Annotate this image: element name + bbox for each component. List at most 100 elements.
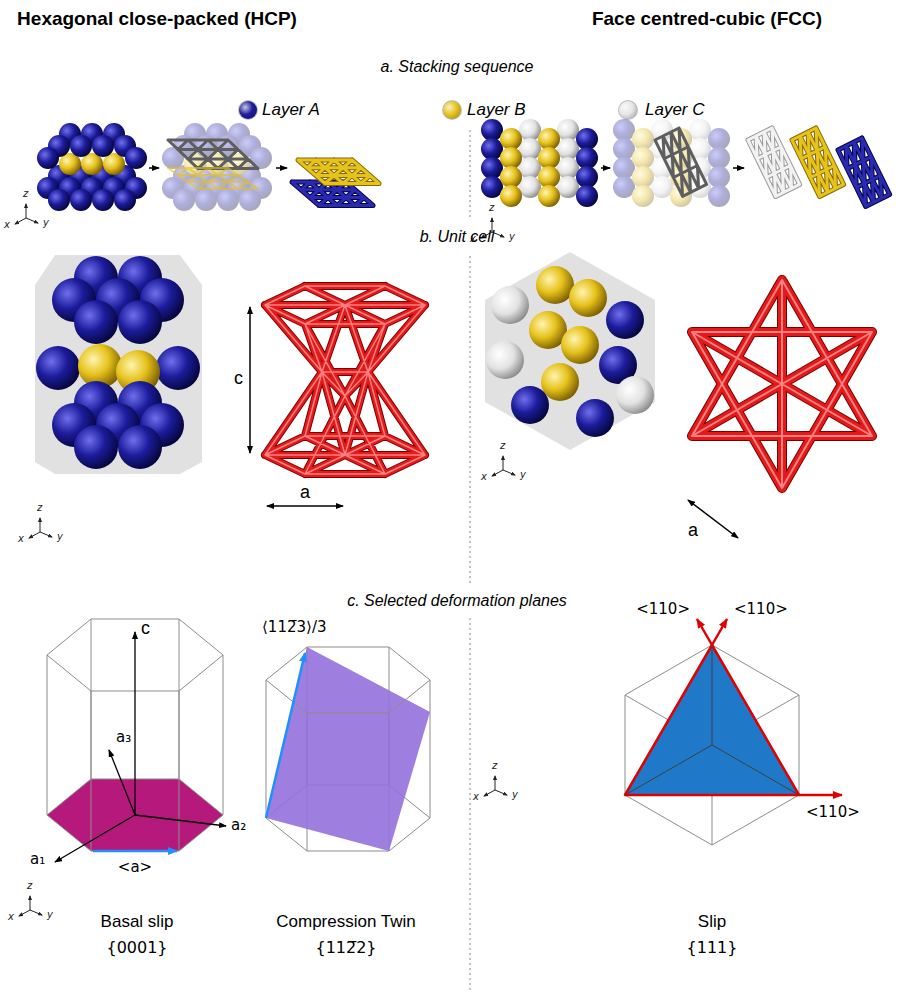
axis-triad [484,776,507,796]
axis-letter: y [47,909,53,920]
hcp-stacking [168,140,258,169]
plane-name: Compression Twin [276,912,416,932]
basal-plane-prism [47,619,223,851]
plane-name: Basal slip [101,912,174,932]
hcp-sphere-cell [118,300,162,344]
hcp-sphere-cell [74,300,118,344]
fcc-sphere-cell [485,252,655,450]
legend-swatch [443,101,461,119]
fcc-sphere-cell [561,326,599,364]
axis-label: a₁ [30,850,45,868]
fcc-slip-plane [625,645,799,795]
axis-letter: z [37,502,42,513]
twin-plane-prism [266,647,430,851]
hcp-sphere-cell [35,255,202,474]
axis-letter: x [8,911,14,922]
axis-triad [29,518,52,538]
axis-letter: z [492,760,497,771]
fcc-slip-plane [625,645,799,845]
hcp-sphere-cell [74,425,118,469]
column-heading: Face centred-cubic (FCC) [592,8,822,30]
legend-label: Layer B [467,100,526,120]
twin-plane-prism [266,647,430,851]
fcc-slip-plane [712,619,727,645]
hcp-stacking [168,168,258,189]
fcc-slip-plane [625,645,799,845]
fcc-lattice [692,280,872,488]
fcc-stacking [748,122,800,202]
fcc-slip-plane [799,794,842,797]
miller-index: {0001} [106,938,167,957]
fcc-slip-plane [697,619,712,645]
fcc-sphere-cell [616,376,654,414]
axis-triad [15,204,38,224]
direction-label: <110> [734,600,788,618]
axis-letter: z [489,202,494,213]
fcc-stacking [838,132,890,212]
fcc-stacking [481,119,890,212]
direction-label: ⟨112̅3⟩/3 [262,618,326,636]
fcc-sphere-cell [486,341,524,379]
fcc-slip-plane [625,645,799,795]
hcp-lattice [265,286,425,474]
hcp-stacking [298,160,379,183]
axis-triad [19,896,42,916]
fcc-stacking [613,119,730,207]
fcc-lattice [688,280,872,538]
dimension-label: a [300,482,310,503]
hcp-stacking [149,167,159,169]
axis-letter: y [520,469,526,480]
basal-plane-prism [134,632,135,815]
axis-letter: y [512,789,518,800]
basal-plane-prism [47,619,223,851]
column-divider [469,130,470,220]
section-heading: a. Stacking sequence [381,58,534,76]
fcc-sphere-cell [576,399,614,437]
axis-letter: y [57,531,63,542]
axis-letter: x [473,791,479,802]
axis-label: a₃ [116,728,131,746]
column-heading: Hexagonal close-packed (HCP) [17,8,297,30]
basal-plane-prism [55,815,135,862]
basal-plane-prism [47,619,226,862]
fcc-sphere-cell [541,363,579,401]
axis-letter: y [509,231,515,242]
fcc-stacking [792,122,844,202]
axis-letter: x [4,219,10,230]
axis-letter: y [43,217,49,228]
fcc-stacking [481,119,598,207]
fcc-sphere-cell [569,279,607,317]
hcp-sphere-cell [36,346,80,390]
section-heading: b. Unit cell [420,228,495,246]
fcc-slip-plane [697,619,842,795]
direction-label: <a> [118,858,152,876]
column-divider [469,130,470,990]
hcp-sphere-cell [118,425,162,469]
direction-label: <110> [636,600,690,618]
axis-letter: z [500,440,505,451]
miller-index: {112̅2} [315,938,376,957]
hcp-stacking [37,123,147,211]
hcp-lattice [250,286,425,506]
legend-label: Layer C [645,100,705,120]
twin-plane-prism [266,647,430,713]
miller-index: {111} [687,938,738,957]
fcc-sphere-cell [491,286,529,324]
fcc-stacking [748,122,800,202]
twin-plane-prism [266,653,305,818]
hcp-stacking [162,123,272,211]
fcc-sphere-cell [536,266,574,304]
axis-triad [492,456,515,476]
fcc-stacking [792,122,844,202]
legend-swatch [619,101,637,119]
dimension-label: c [234,368,243,389]
axis-letter: x [18,533,24,544]
twin-plane-prism [266,647,430,851]
hcp-sphere-cell [156,346,200,390]
fcc-lattice [692,280,872,488]
axis-letter: z [23,188,28,199]
hcp-stacking [298,160,379,183]
column-divider [469,256,470,585]
